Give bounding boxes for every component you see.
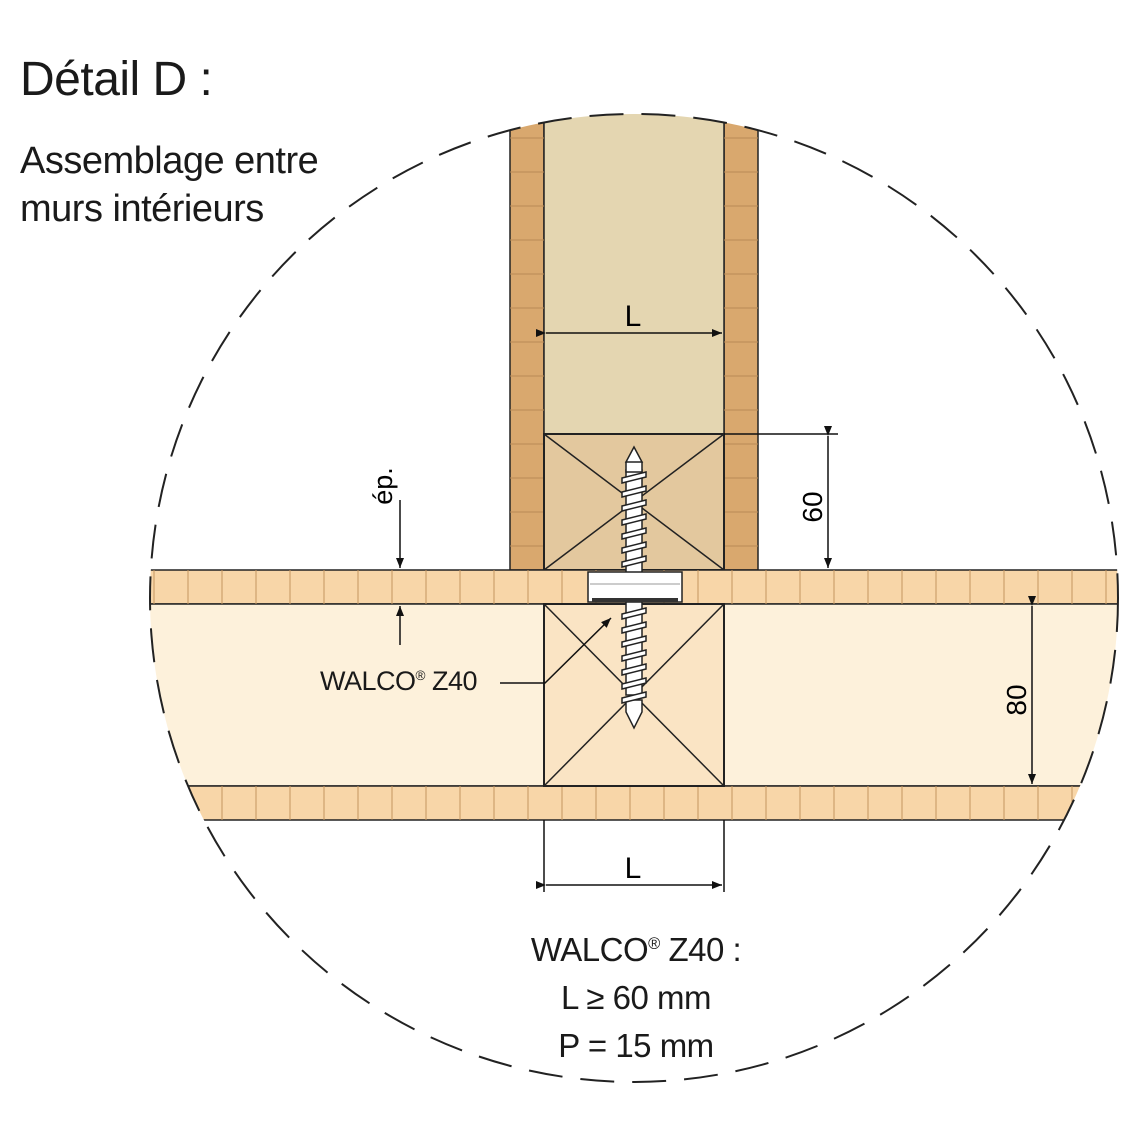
screw-thread (621, 499, 647, 512)
vertical-wall-right-strip (723, 114, 759, 571)
screw-thread (621, 527, 647, 540)
screw-thread (621, 471, 647, 484)
screw-leader (500, 617, 612, 684)
page-title: Détail D : (20, 53, 213, 106)
screw-icon (587, 445, 683, 730)
washer (587, 571, 683, 603)
screw-thread (621, 635, 647, 648)
dim-60-label: 60 (797, 491, 828, 522)
spec-registered-mark: ® (648, 935, 660, 953)
spec-note-line-3: P = 15 mm (558, 1027, 714, 1064)
dim-80-label: 80 (1001, 684, 1032, 715)
spec-note: WALCO® Z40 : L ≥ 60 mm P = 15 mm (436, 920, 836, 1070)
screw-thread (621, 541, 647, 554)
screw-label-model: Z40 (431, 666, 478, 696)
vertical-wall-left-strip (509, 114, 545, 571)
spec-screw-name: WALCO (530, 931, 649, 968)
screw-label-name: WALCO (320, 666, 416, 696)
screw-thread (621, 485, 647, 498)
screw-thread (621, 677, 647, 690)
dim-top-L-label: L (625, 300, 642, 333)
detail-circle (149, 113, 1119, 1083)
vertical-wall-core (543, 114, 725, 435)
screw-thread (621, 663, 647, 676)
screw-thread (621, 649, 647, 662)
spec-note-line-2: L ≥ 60 mm (561, 979, 711, 1016)
dim-bottom-L-label: L (625, 852, 642, 885)
screw-thread (621, 513, 647, 526)
screw-thread (621, 555, 647, 568)
subtitle-line-2: murs intérieurs (20, 188, 264, 230)
screw-thread (621, 621, 647, 634)
registered-mark: ® (415, 668, 426, 683)
horizontal-wall-bottom-strip (150, 785, 1118, 821)
spec-note-line-1: WALCO® Z40 : (436, 920, 836, 974)
screw-label: WALCO® Z40 (320, 666, 478, 697)
subtitle-line-1: Assemblage entre (20, 140, 319, 182)
dim-ep-label: ép. (368, 467, 398, 505)
spec-screw-model: Z40 : (659, 931, 742, 968)
screw-thread (621, 607, 647, 620)
screw-thread (621, 691, 647, 704)
